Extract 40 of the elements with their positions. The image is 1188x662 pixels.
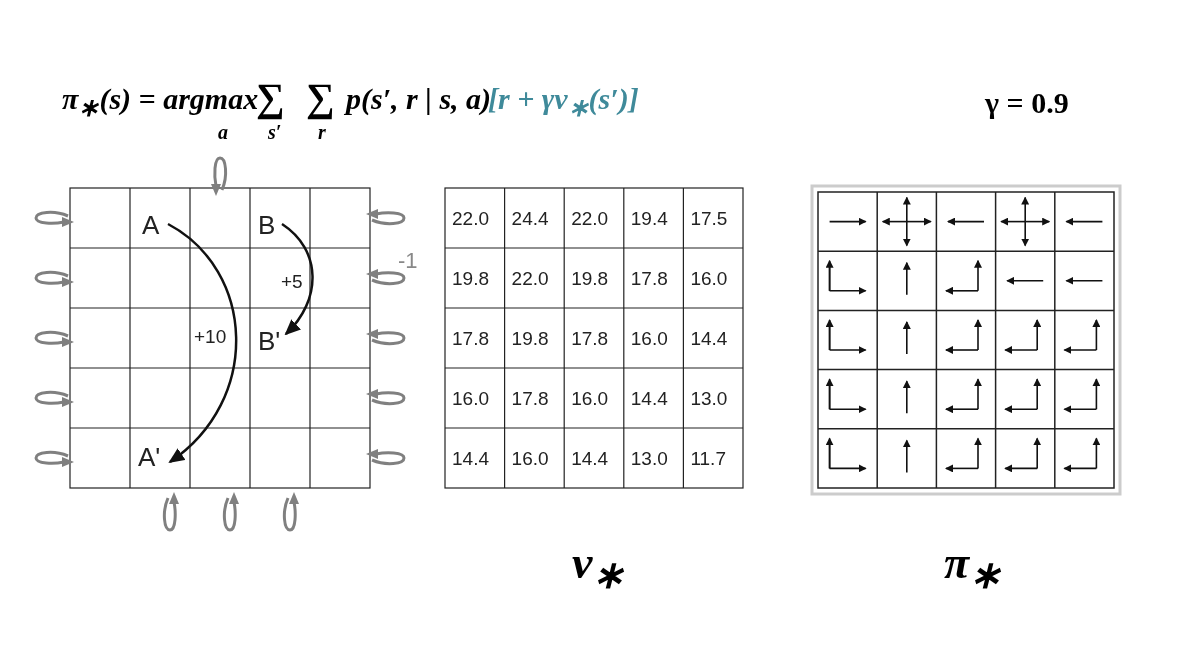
table-cell: 24.4 [511, 209, 549, 228]
summation-sign: ∑ [256, 78, 285, 118]
table-cell: 19.8 [452, 269, 489, 288]
value-function-label: v$_{∗}$ [572, 540, 625, 595]
table-cell: 17.5 [690, 209, 728, 228]
formula-subscript: a [218, 122, 228, 142]
table-cell: 22.0 [511, 269, 549, 288]
table-cell: 14.4 [452, 449, 489, 468]
table-cell: 17.8 [511, 389, 549, 408]
cell-letter: B' [258, 328, 281, 354]
table-cell: 16.0 [690, 269, 728, 288]
table-cell: 17.8 [452, 329, 489, 348]
table-cell: 19.4 [630, 209, 668, 228]
table-cell: 16.0 [571, 389, 609, 408]
cell-letter: A [142, 212, 160, 238]
table-cell: 22.0 [452, 209, 489, 228]
table-cell: 19.8 [571, 269, 609, 288]
table-cell: 14.4 [571, 449, 609, 468]
table-cell: 13.0 [690, 389, 728, 408]
table-cell: 19.8 [511, 329, 549, 348]
curved-arrow [167, 222, 238, 464]
table-cell: 17.8 [630, 269, 668, 288]
table-cell: 16.0 [630, 329, 668, 348]
cell-letter: B [258, 212, 276, 238]
policy-label: π$_{∗}$ [944, 540, 1002, 595]
discount-factor: γ = 0.9 [985, 88, 1069, 118]
cell-letter: A' [138, 444, 161, 470]
table-cell: 14.4 [630, 389, 668, 408]
formula-subscript: r [318, 122, 326, 142]
formula-subscript: s′ [268, 122, 282, 142]
table-cell: 17.8 [571, 329, 609, 348]
table-cell: 13.0 [630, 449, 668, 468]
curved-arrow [281, 223, 314, 336]
summation-sign: ∑ [306, 78, 335, 118]
table-cell: 22.0 [571, 209, 609, 228]
table-cell: 14.4 [690, 329, 728, 348]
reward-label: -1 [398, 250, 418, 272]
table-cell: 16.0 [511, 449, 549, 468]
table-cell: 16.0 [452, 389, 489, 408]
table-cell: 11.7 [690, 449, 726, 468]
